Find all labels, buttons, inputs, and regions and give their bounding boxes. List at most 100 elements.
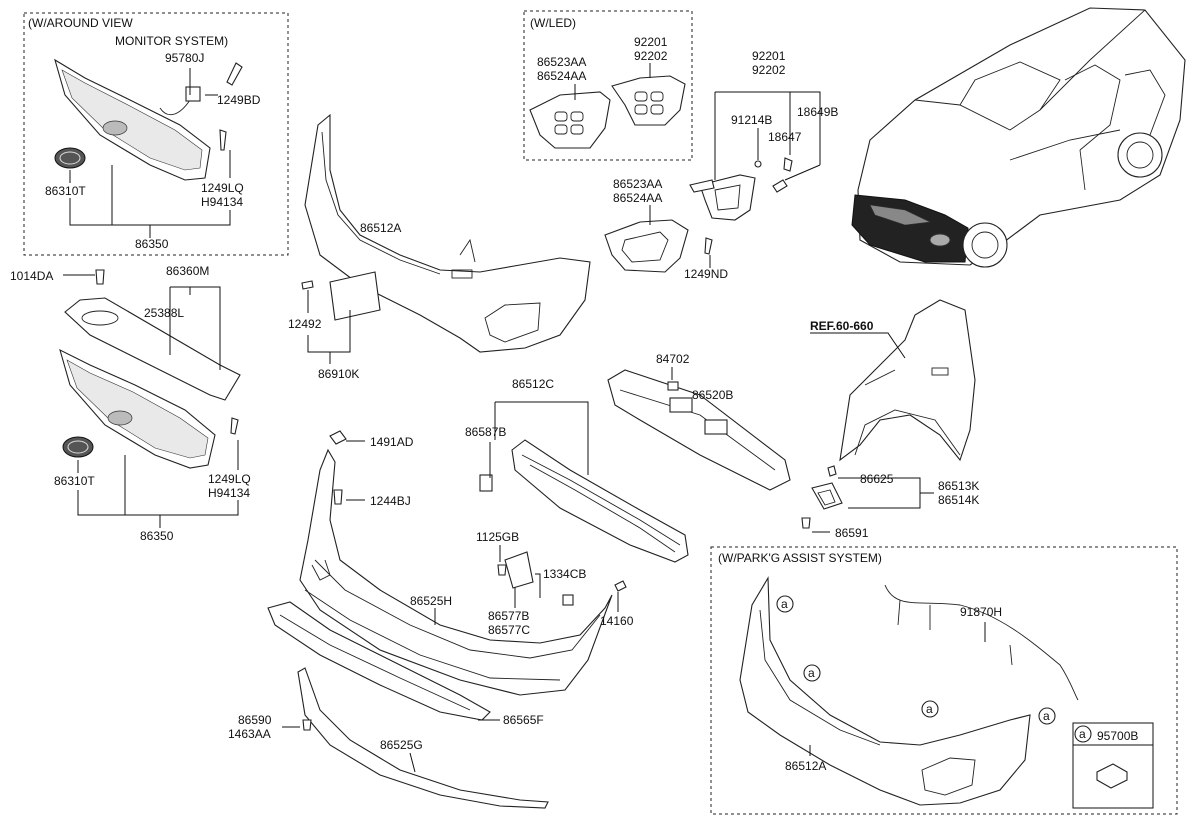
label-18647: 18647 — [768, 130, 802, 144]
label-86577B: 86577B — [488, 609, 529, 623]
label-86587B: 86587B — [465, 425, 506, 439]
camera-95780J — [159, 62, 243, 116]
label-86520B: 86520B — [692, 388, 733, 402]
lower-bumper-86525H — [299, 448, 613, 696]
screw-1249ND — [704, 237, 713, 255]
label-86590: 86590 — [238, 713, 272, 727]
label-84702: 84702 — [656, 352, 690, 366]
label-1249BD: 1249BD — [217, 93, 261, 107]
label-1249LQ-b: 1249LQ — [208, 472, 251, 486]
label-86514K: 86514K — [938, 493, 979, 507]
clip-91214B — [754, 160, 762, 168]
park-assist-title: (W/PARK'G ASSIST SYSTEM) — [718, 551, 882, 565]
label-86523AA-a: 86523AA — [537, 55, 586, 69]
bumper-grille-86512C — [479, 439, 689, 563]
label-91870H: 91870H — [960, 605, 1002, 619]
svg-text:a: a — [1079, 727, 1086, 741]
fog-lamp-led — [611, 75, 686, 126]
molding-86525G — [297, 667, 549, 809]
led-box — [523, 10, 693, 161]
label-86565F: 86565F — [503, 713, 544, 727]
label-86591: 86591 — [835, 526, 869, 540]
grille-around-view — [54, 58, 211, 181]
label-86350-b: 86350 — [140, 529, 174, 543]
around-view-title-1: (W/AROUND VIEW — [28, 16, 133, 30]
label-86310T-b: 86310T — [54, 474, 95, 488]
label-95700B: 95700B — [1097, 729, 1138, 743]
label-86523AA-b: 86523AA — [613, 177, 662, 191]
label-86524AA-a: 86524AA — [537, 69, 586, 83]
clip-1491AD — [329, 430, 347, 445]
screw-1125GB — [497, 564, 507, 576]
emblem-86310T-a — [54, 147, 86, 169]
fender — [839, 299, 976, 462]
svg-text:a: a — [1043, 709, 1050, 723]
label-86512A-a: 86512A — [360, 221, 401, 235]
screw-1249LQ-a — [219, 129, 227, 151]
emblem-86310T-b — [62, 436, 94, 458]
absorber-86520B — [607, 369, 791, 491]
svg-text:a: a — [808, 666, 815, 680]
label-1491AD: 1491AD — [370, 435, 414, 449]
led-title: (W/LED) — [530, 16, 576, 30]
label-1249LQ-a: 1249LQ — [201, 181, 244, 195]
callouts-a: a a a a a — [776, 595, 1092, 743]
label-12492: 12492 — [288, 317, 322, 331]
label-86525H: 86525H — [410, 594, 452, 608]
label-18649B: 18649B — [797, 105, 838, 119]
label-92202-b: 92202 — [752, 63, 786, 77]
grille-86350 — [59, 269, 241, 469]
sensor-box — [1072, 722, 1154, 809]
clip-1334CB — [562, 594, 574, 606]
label-95780J: 95780J — [165, 51, 204, 65]
label-86512C: 86512C — [512, 377, 554, 391]
label-1125GB: 1125GB — [476, 530, 519, 544]
bulb-18647 — [783, 157, 793, 172]
label-86910K: 86910K — [318, 367, 359, 381]
sensor-95700B — [1096, 763, 1128, 789]
bumper-cover-86512A-park — [739, 576, 1031, 806]
fog-lamp-bezel-led — [529, 91, 611, 149]
clip-14160 — [614, 580, 627, 592]
label-H94134-b: H94134 — [208, 486, 250, 500]
label-1244BJ: 1244BJ — [370, 494, 411, 508]
label-25388L: 25388L — [144, 306, 184, 320]
label-H94134-a: H94134 — [201, 195, 243, 209]
label-1334CB: 1334CB — [543, 567, 586, 581]
label-86625: 86625 — [860, 472, 894, 486]
skid-plate-86565F — [267, 601, 491, 721]
label-92202-a: 92202 — [634, 49, 668, 63]
label-1463AA: 1463AA — [228, 727, 271, 741]
bracket-86577B — [504, 551, 534, 589]
bolt-1244BJ — [333, 489, 343, 505]
label-86577C: 86577C — [488, 623, 530, 637]
harness-91870H — [884, 584, 1079, 701]
label-14160: 14160 — [600, 614, 634, 628]
label-REF: REF.60-660 — [810, 319, 874, 333]
label-1014DA: 1014DA — [10, 269, 53, 283]
around-view-box — [23, 12, 289, 256]
license-bracket-86910K — [301, 271, 381, 321]
fog-lamp-bezel — [604, 219, 689, 273]
svg-text:a: a — [781, 597, 788, 611]
around-view-title-2: MONITOR SYSTEM) — [115, 34, 228, 48]
label-86513K: 86513K — [938, 479, 979, 493]
clip-86590 — [302, 719, 312, 731]
label-86525G: 86525G — [380, 738, 423, 752]
label-86350-a: 86350 — [135, 237, 169, 251]
label-86524AA-b: 86524AA — [613, 191, 662, 205]
bulb-18649B — [772, 179, 788, 193]
label-86310T-a: 86310T — [45, 184, 86, 198]
side-repeater-86513K — [801, 465, 843, 529]
label-86512A-b: 86512A — [785, 759, 826, 773]
fog-lamp-92201 — [689, 174, 756, 221]
label-92201-b: 92201 — [752, 49, 786, 63]
svg-text:a: a — [926, 702, 933, 716]
label-92201-a: 92201 — [634, 35, 668, 49]
label-1249ND: 1249ND — [684, 267, 728, 281]
label-91214B: 91214B — [731, 113, 772, 127]
vehicle-illustration — [851, 7, 1186, 268]
label-86360M: 86360M — [166, 264, 209, 278]
